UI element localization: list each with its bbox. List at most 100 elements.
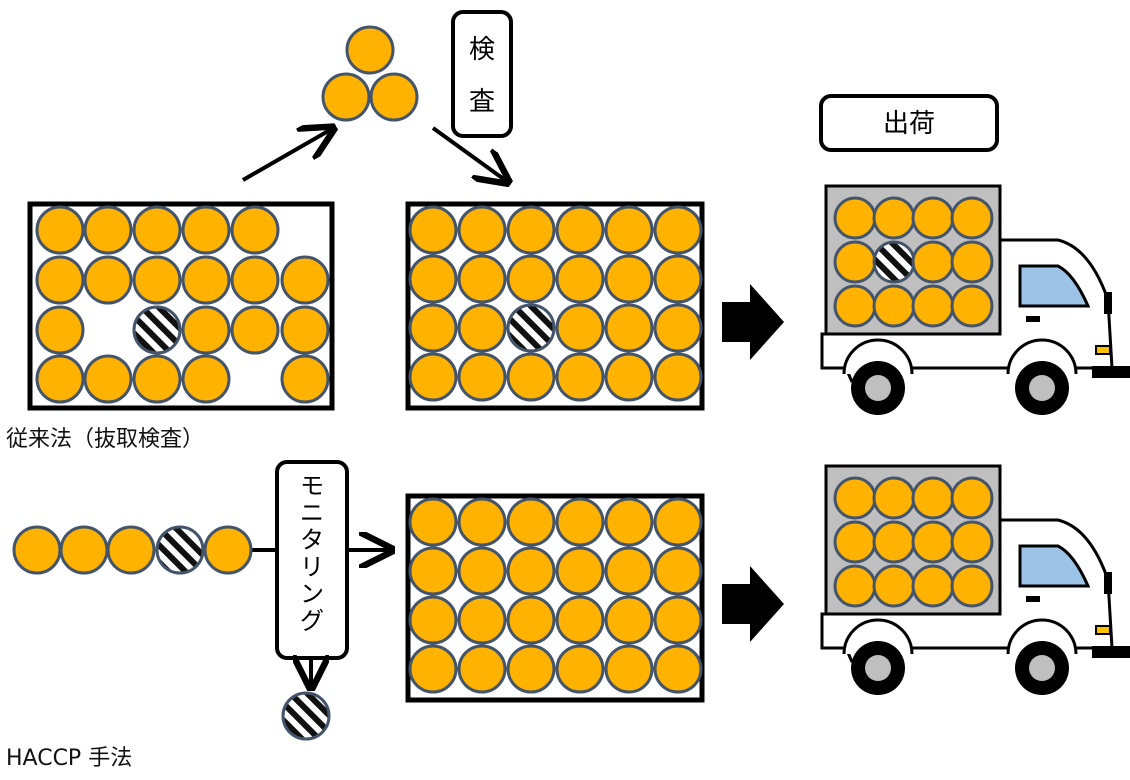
product-item-icon: [280, 305, 330, 355]
product-item-icon: [604, 497, 654, 547]
product-item-icon: [280, 354, 330, 404]
product-item-icon: [653, 254, 703, 304]
product-item-icon: [555, 205, 605, 255]
product-item-icon: [911, 520, 955, 564]
thick-right-arrow-icon: [722, 566, 784, 642]
product-item-icon: [132, 205, 182, 255]
product-item-icon: [408, 352, 458, 402]
product-item-icon: [911, 240, 955, 284]
product-item-icon: [911, 564, 955, 608]
product-item-icon: [506, 205, 556, 255]
product-item-icon: [555, 497, 605, 547]
shipping-label: 出荷: [819, 94, 999, 152]
product-item-icon: [950, 520, 994, 564]
monitoring-char: リ: [300, 553, 324, 581]
product-item-icon: [35, 205, 85, 255]
product-item-icon: [457, 303, 507, 353]
product-item-icon: [506, 644, 556, 694]
sample-group: [321, 25, 419, 122]
product-item-icon: [506, 595, 556, 645]
product-item-icon: [408, 205, 458, 255]
inspection-label: 検 査: [451, 10, 513, 138]
product-item-icon: [457, 497, 507, 547]
product-item-icon: [555, 546, 605, 596]
product-item-icon: [457, 595, 507, 645]
product-item-icon: [555, 303, 605, 353]
product-item-icon: [555, 254, 605, 304]
product-item-icon: [872, 196, 916, 240]
monitoring-char: ン: [300, 580, 324, 608]
product-item-icon: [950, 476, 994, 520]
product-item-icon: [872, 520, 916, 564]
product-item-icon: [872, 476, 916, 520]
product-item-icon: [457, 352, 507, 402]
arrow-from-sample: [431, 126, 505, 180]
product-item-icon: [35, 255, 85, 305]
product-item-icon: [833, 564, 877, 608]
product-item-icon: [457, 254, 507, 304]
delivery-truck-icon: [820, 464, 1130, 695]
product-item-icon: [181, 205, 231, 255]
product-item-icon: [604, 595, 654, 645]
arrow-to-sample: [242, 130, 330, 182]
monitoring-char: モ: [300, 472, 324, 500]
product-item-icon: [653, 644, 703, 694]
inspection-char-2: 査: [469, 87, 495, 117]
haccp-method-caption: HACCP 手法: [6, 746, 132, 771]
product-item-icon: [506, 546, 556, 596]
product-item-icon: [555, 644, 605, 694]
product-item-icon: [950, 196, 994, 240]
defective-item-icon: [155, 525, 205, 575]
product-item-icon: [132, 255, 182, 305]
product-item-icon: [653, 595, 703, 645]
monitoring-char: ニ: [300, 499, 324, 527]
product-item-icon: [872, 284, 916, 328]
defective-item-icon: [872, 240, 916, 284]
product-item-icon: [555, 352, 605, 402]
product-item-icon: [653, 303, 703, 353]
product-item-icon: [604, 352, 654, 402]
product-item-icon: [181, 354, 231, 404]
product-item-icon: [280, 255, 330, 305]
product-item-icon: [230, 305, 280, 355]
container-haccp: [405, 493, 705, 703]
product-item-icon: [230, 255, 280, 305]
product-item-icon: [35, 354, 85, 404]
product-item-icon: [83, 205, 133, 255]
product-item-icon: [181, 255, 231, 305]
product-item-icon: [911, 284, 955, 328]
product-item-icon: [230, 205, 280, 255]
product-item-icon: [604, 254, 654, 304]
product-item-icon: [604, 303, 654, 353]
shipping-text: 出荷: [883, 109, 935, 139]
product-item-icon: [604, 546, 654, 596]
product-item-icon: [833, 240, 877, 284]
product-item-icon: [604, 205, 654, 255]
product-item-icon: [833, 196, 877, 240]
defective-item-icon: [506, 303, 556, 353]
product-item-icon: [653, 546, 703, 596]
monitoring-char: タ: [300, 526, 324, 554]
product-item-icon: [506, 254, 556, 304]
product-item-icon: [457, 546, 507, 596]
product-item-icon: [555, 595, 605, 645]
product-item-icon: [950, 564, 994, 608]
product-item-icon: [833, 520, 877, 564]
product-item-icon: [35, 305, 85, 355]
product-item-icon: [653, 205, 703, 255]
product-item-icon: [457, 644, 507, 694]
inspection-char-1: 検: [469, 35, 495, 65]
monitoring-char: グ: [300, 607, 324, 635]
product-item-icon: [181, 305, 231, 355]
delivery-truck-icon: [820, 184, 1130, 415]
product-item-icon: [653, 497, 703, 547]
product-item-icon: [950, 284, 994, 328]
product-item-icon: [506, 352, 556, 402]
product-item-icon: [408, 644, 458, 694]
product-item-icon: [408, 303, 458, 353]
rejected-item-icon: [281, 691, 331, 741]
product-item-icon: [408, 546, 458, 596]
product-item-icon: [83, 255, 133, 305]
